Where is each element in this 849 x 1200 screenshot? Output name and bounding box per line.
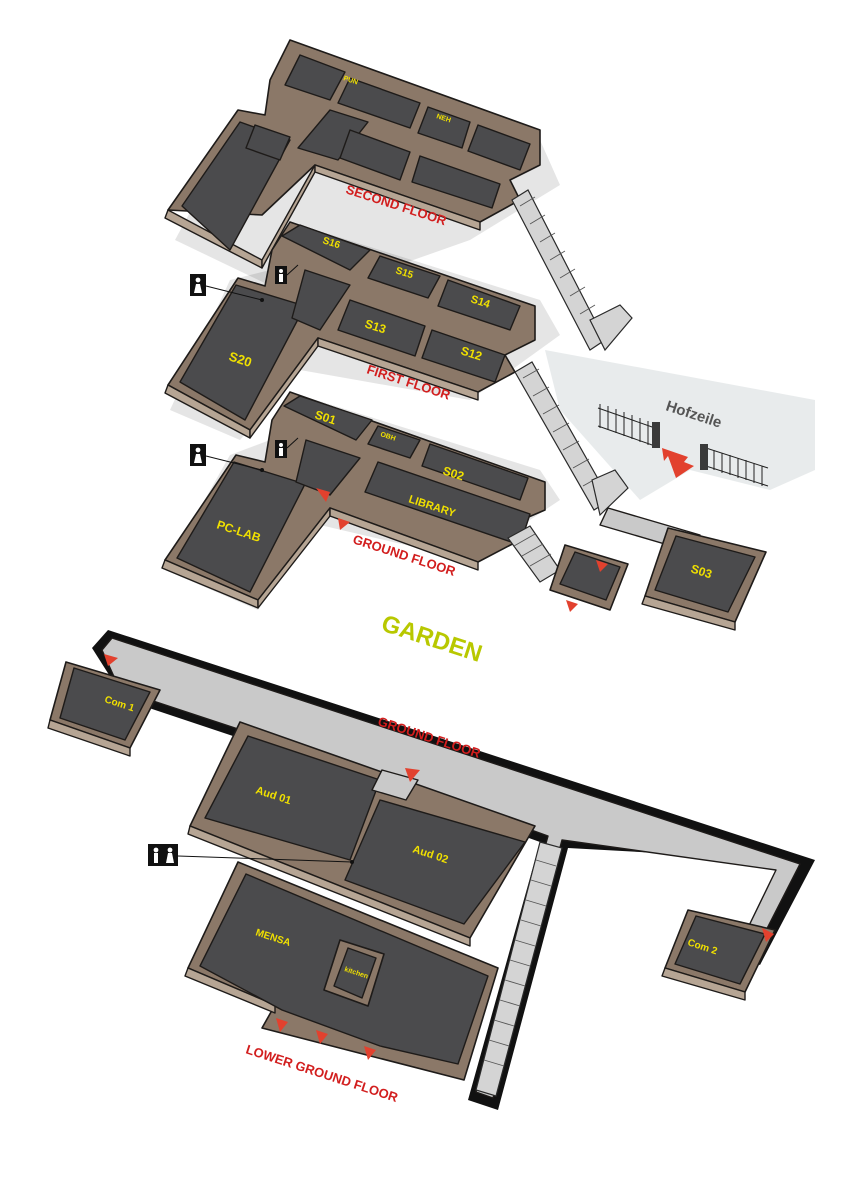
exit-arrow-icon xyxy=(566,600,578,612)
room-label-pun: PUN xyxy=(342,75,358,86)
entrance-arrow-icon xyxy=(662,448,694,478)
second-floor: PUN NEH SECOND FLOOR xyxy=(164,39,560,300)
fence-left xyxy=(597,404,660,448)
room-label-s13: S13 xyxy=(363,317,388,337)
restroom-icon xyxy=(148,844,354,866)
exit-arrow-icon xyxy=(316,488,330,502)
s03-building: S03 xyxy=(599,507,767,631)
room-label-s16: S16 xyxy=(321,235,342,251)
room-label-s12: S12 xyxy=(459,344,484,364)
first-floor: S16 S15 S14 S13 S12 S20 FIRST FLOOR xyxy=(164,221,560,440)
lower-ground-floor-plan: Com 1 Com 2 Aud 01 Aud 02 GROUND FLOOR M… xyxy=(47,630,815,1110)
staircase-upper xyxy=(511,189,633,352)
room-label-s01: S01 xyxy=(313,408,338,428)
restroom-icon xyxy=(275,264,299,284)
restroom-icon xyxy=(275,437,299,458)
exit-arrow-icon xyxy=(276,1018,288,1032)
exit-arrow-icon xyxy=(762,928,774,942)
room-label-obh: OBH xyxy=(379,431,396,442)
exit-arrow-icon xyxy=(364,1046,376,1060)
room-label-s20: S20 xyxy=(227,349,254,370)
exit-arrow-icon xyxy=(338,518,350,530)
room-label-s02: S02 xyxy=(441,464,466,484)
room-label-s03: S03 xyxy=(689,562,714,582)
hofzeile-street: Hofzeile xyxy=(545,350,815,500)
staircase-middle xyxy=(514,361,629,517)
room-label-s15: S15 xyxy=(394,265,415,281)
restroom-icon xyxy=(190,444,264,472)
restroom-icon xyxy=(190,274,264,302)
entrance-block xyxy=(507,525,629,612)
room-label-neh: NEH xyxy=(435,113,451,124)
exit-arrow-icon xyxy=(104,654,118,666)
exit-arrow-icon xyxy=(596,560,608,572)
fence-right xyxy=(700,444,769,487)
exit-arrow-icon xyxy=(316,1030,328,1044)
exit-arrow-icon xyxy=(405,768,420,782)
garden-label: GARDEN xyxy=(378,610,485,668)
ground-floor-upper: S01 OBH S02 LIBRARY PC-LAB GROUND FLOOR xyxy=(161,391,560,610)
